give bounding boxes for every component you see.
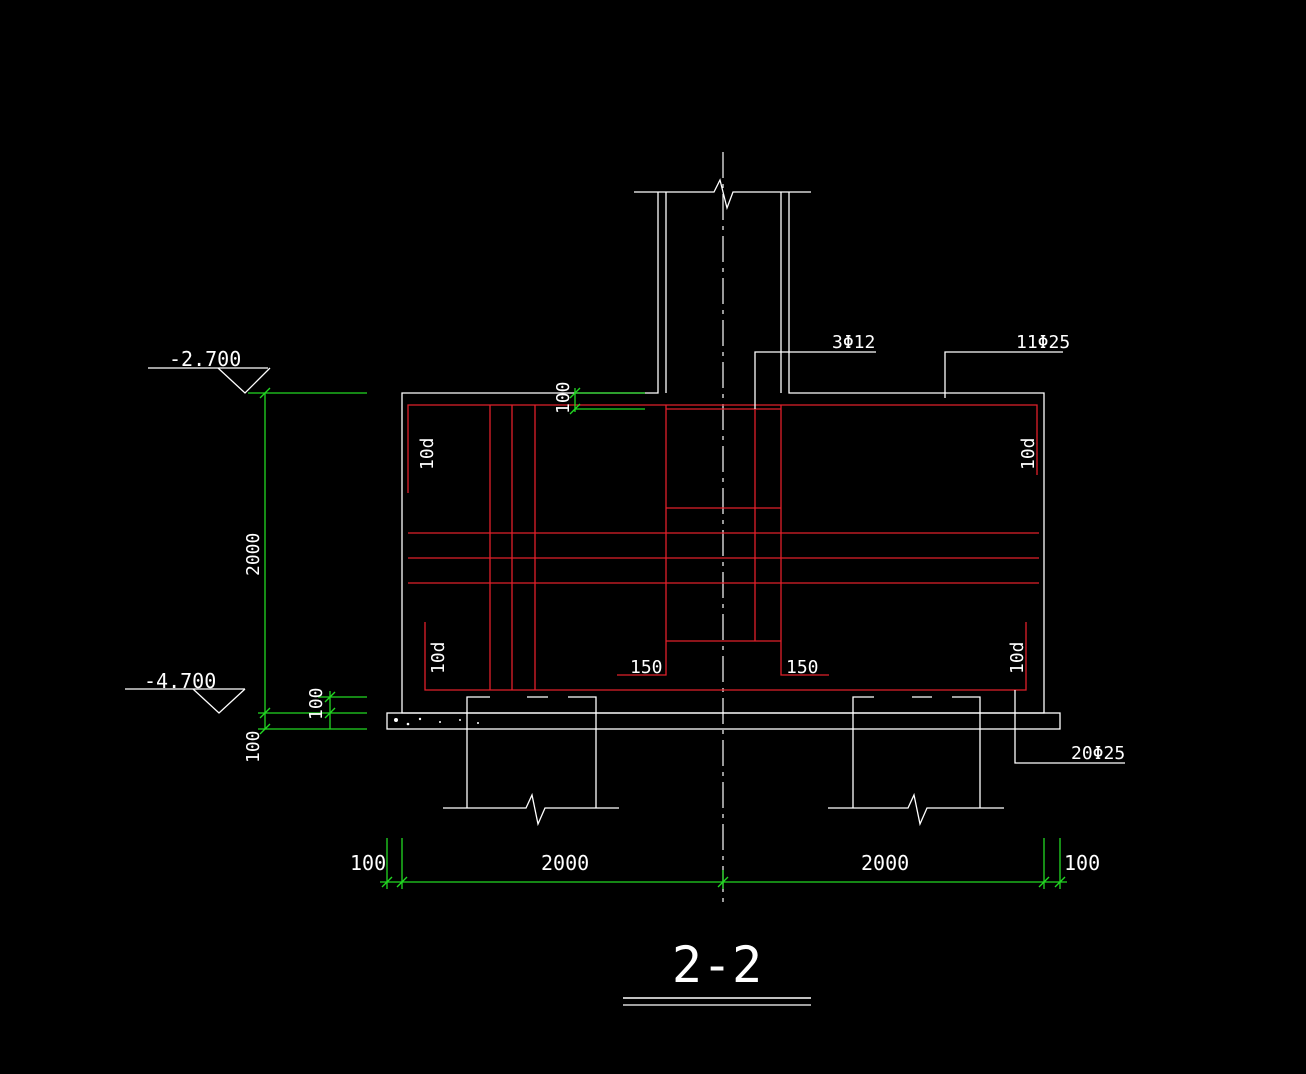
column-rebar-right: [780, 405, 829, 676]
anchorage-label-bottom-right: 10d: [1007, 641, 1028, 674]
rebar-cage: [407, 404, 1039, 691]
elevation-top-label: -2.700: [169, 347, 241, 371]
column-break-line: [634, 178, 811, 211]
section-title: 2-2: [672, 936, 762, 994]
dimension-right-width: 2000: [861, 851, 909, 875]
horizontal-dimension: [380, 838, 1067, 889]
column-rebar-left: [617, 405, 667, 676]
bottom-bars-label: 20Φ25: [1071, 743, 1125, 764]
pile-right: [828, 696, 1004, 827]
anchorage-label-top-left: 10d: [417, 437, 438, 470]
top-bars-label: 11Φ25: [1016, 332, 1070, 353]
anchorage-label-top-right: 10d: [1018, 437, 1039, 470]
pile-left: [443, 696, 619, 827]
column-offset-label-right: 150: [786, 657, 819, 678]
column-offset-label-left: 150: [630, 657, 663, 678]
dimension-cover-bottom: 100: [243, 730, 264, 763]
top-rebar: [407, 404, 1038, 493]
dimension-right-edge: 100: [1064, 851, 1100, 875]
anchorage-label-bottom-left: 10d: [428, 641, 449, 674]
dimension-left-edge: 100: [350, 851, 386, 875]
dimension-height: 2000: [243, 533, 264, 576]
dimension-left-width: 2000: [541, 851, 589, 875]
bottom-rebar: [424, 622, 1027, 691]
stirrup-label: 3Φ12: [832, 332, 875, 353]
cushion-layer: [386, 712, 1061, 730]
elevation-marker-bottom: [125, 688, 246, 714]
leader-lines: [754, 351, 1125, 764]
elevation-marker-top: [148, 367, 271, 394]
dimension-cover-top: 100: [553, 381, 574, 414]
elevation-bottom-label: -4.700: [144, 669, 216, 693]
dimension-cushion: 100: [306, 687, 327, 720]
vertical-dimension: [248, 387, 645, 735]
